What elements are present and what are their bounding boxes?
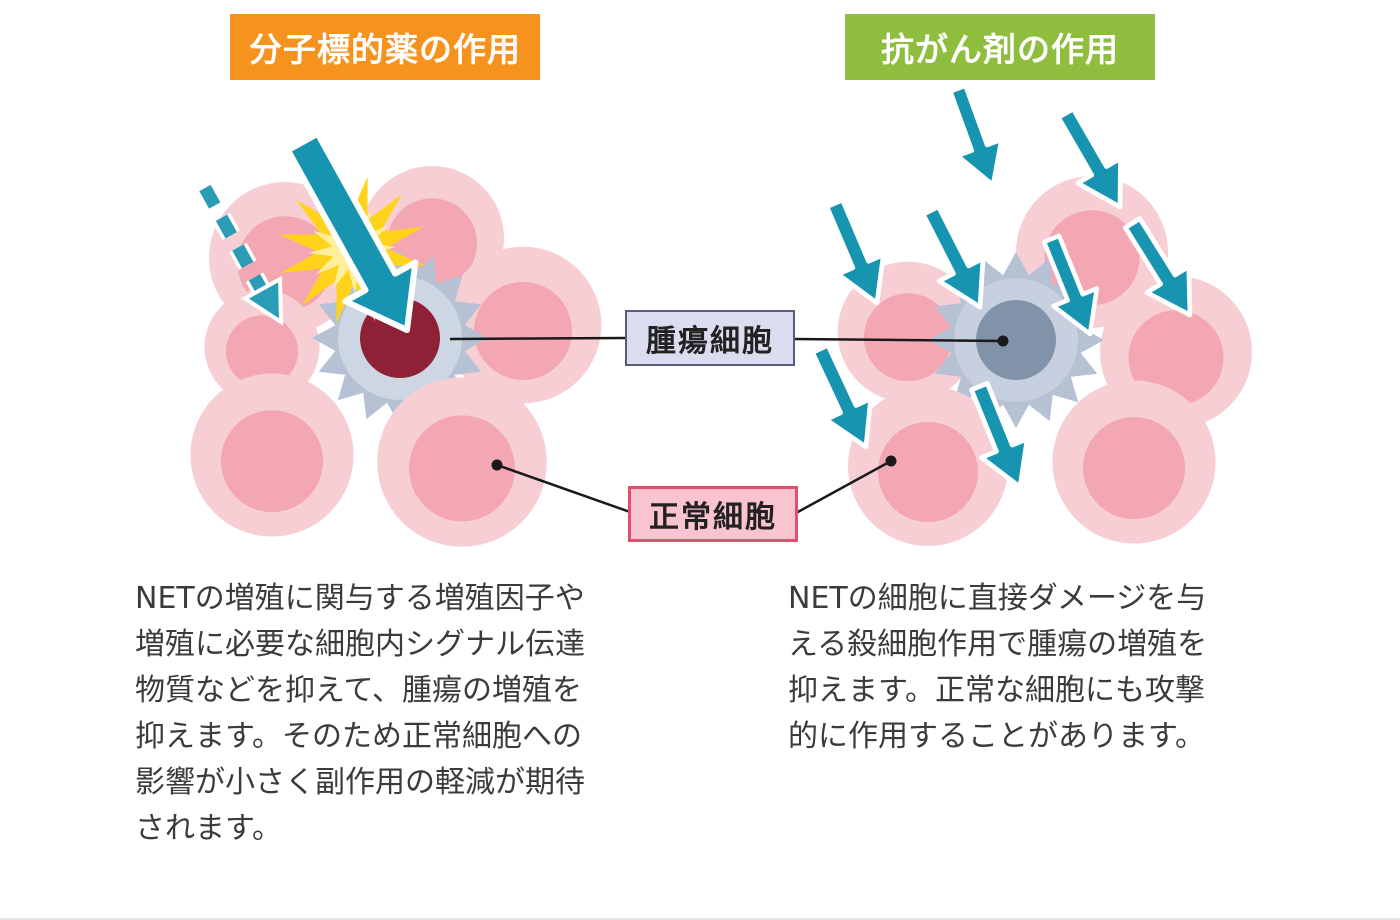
tumor-cell-label-text: 腫瘍細胞: [646, 324, 774, 359]
normal-cell-label-text: 正常細胞: [649, 500, 777, 535]
molecular-targeted-caption: NETの増殖に関与する増殖因子や 増殖に必要な細胞内シグナル伝達 物質などを抑え…: [135, 576, 585, 852]
caption-line: 抑えます。そのため正常細胞への: [135, 719, 582, 754]
tumor-connector-left: [449, 336, 628, 341]
caption-line: 抑えます。正常な細胞にも攻撃: [788, 673, 1205, 708]
tumor-cell-label: 腫瘍細胞: [625, 310, 795, 366]
tumor-cell-right: [928, 252, 1104, 428]
caption-line: NETの細胞に直接ダメージを与: [788, 581, 1207, 616]
caption-line: NETの増殖に関与する増殖因子や: [135, 581, 585, 616]
cell-illustration: [190, 0, 1252, 547]
caption-line: 影響が小さく副作用の軽減が期待: [135, 765, 585, 800]
connector-dot: [997, 335, 1009, 347]
caption-line: 増殖に必要な細胞内シグナル伝達: [135, 627, 585, 662]
header-label: 抗がん剤の作用: [881, 30, 1119, 69]
normal-connector-right: [795, 459, 892, 515]
normal-cell-label: 正常細胞: [628, 486, 798, 542]
molecular-targeted-drug-header: 分子標的薬の作用: [230, 14, 540, 80]
anticancer-drug-header: 抗がん剤の作用: [845, 14, 1155, 80]
connector-dot: [491, 459, 503, 471]
caption-line: 物質などを抑えて、腫瘍の増殖を: [135, 673, 582, 708]
targeted-drug-arrow-icon: [284, 130, 419, 333]
dashed-targeted-arrow-icon: [196, 183, 284, 326]
anticancer-caption: NETの細胞に直接ダメージを与 える殺細胞作用で腫瘍の増殖を 抑えます。正常な細…: [788, 576, 1207, 760]
caption-line: える殺細胞作用で腫瘍の増殖を: [788, 627, 1208, 662]
normal-connector-left: [496, 463, 631, 514]
connector-dot: [885, 455, 897, 467]
label-connectors: [449, 335, 1009, 515]
caption-line: 的に作用することがあります。: [788, 719, 1205, 754]
caption-line: されます。: [135, 811, 282, 846]
header-label: 分子標的薬の作用: [249, 30, 521, 69]
tumor-connector-right: [792, 337, 1004, 343]
